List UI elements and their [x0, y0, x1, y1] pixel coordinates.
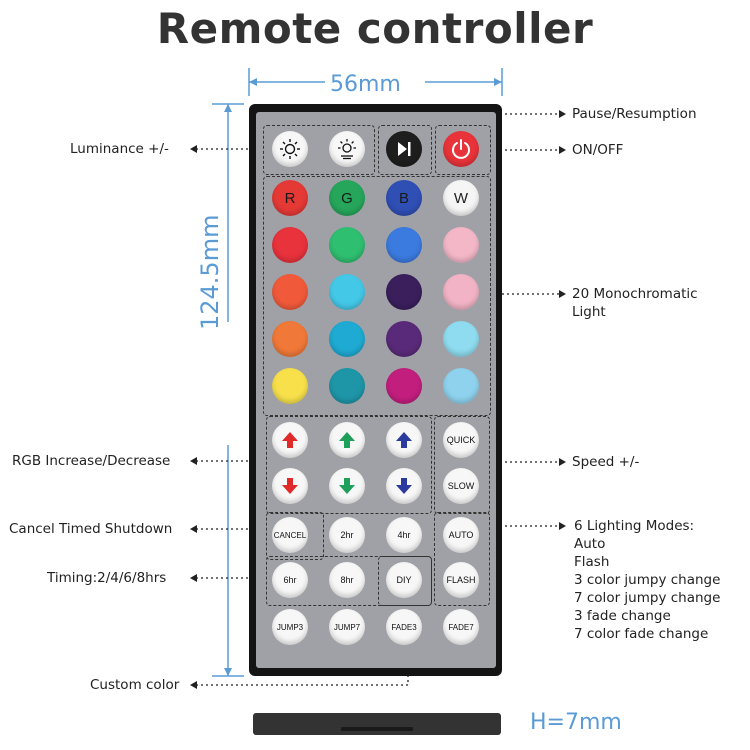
mode-item: 3 color jumpy change	[574, 572, 721, 588]
color-swatch-button[interactable]	[386, 368, 422, 404]
color-swatch-button[interactable]	[443, 368, 479, 404]
mode-item: 3 fade change	[574, 608, 671, 624]
cancel-group	[266, 512, 324, 560]
color-swatch-button[interactable]	[386, 227, 422, 263]
diy-button[interactable]: DIY	[386, 562, 422, 598]
modes-group	[434, 512, 490, 606]
arrow-down-icon	[339, 478, 355, 494]
sun-icon	[280, 139, 300, 159]
width-dimension: 56mm	[330, 72, 401, 97]
blue-decrease-button[interactable]	[386, 468, 422, 504]
mode-item: Flash	[574, 554, 610, 570]
remote-side-view	[253, 713, 501, 735]
color-swatch-button[interactable]	[443, 227, 479, 263]
mode-item: 7 color fade change	[574, 626, 709, 642]
play-pause-icon	[398, 142, 411, 156]
timer-8hr-button[interactable]: 8hr	[329, 562, 365, 598]
color-swatch-button[interactable]	[329, 274, 365, 310]
auto-button[interactable]: AUTO	[443, 517, 479, 553]
color-swatch-button[interactable]	[386, 274, 422, 310]
arrow-down-icon	[396, 478, 412, 494]
luminance-group	[263, 125, 375, 175]
color-swatch-button[interactable]	[272, 227, 308, 263]
mode-item: Auto	[574, 536, 606, 552]
green-decrease-button[interactable]	[329, 468, 365, 504]
color-swatch-button[interactable]	[443, 274, 479, 310]
speed-group	[434, 416, 490, 514]
timer-4hr-button[interactable]: 4hr	[386, 517, 422, 553]
luminance-label: Luminance +/-	[70, 141, 169, 157]
mono-label-line2: Light	[572, 304, 606, 320]
color-swatch-button[interactable]	[272, 321, 308, 357]
color-w-button[interactable]: W	[443, 180, 479, 216]
slow-button[interactable]: SLOW	[443, 468, 479, 504]
fade3-button[interactable]: FADE3	[386, 609, 422, 645]
timer-6hr-button[interactable]: 6hr	[272, 562, 308, 598]
color-swatch-button[interactable]	[272, 368, 308, 404]
color-grid-group	[263, 176, 491, 416]
red-increase-button[interactable]	[272, 422, 308, 458]
color-swatch-button[interactable]	[329, 227, 365, 263]
fade7-button[interactable]: FADE7	[443, 609, 479, 645]
thickness-dimension: H=7mm	[530, 710, 622, 735]
red-decrease-button[interactable]	[272, 468, 308, 504]
brightness-up-button[interactable]	[272, 131, 308, 167]
power-group	[435, 125, 491, 175]
color-swatch-button[interactable]	[329, 368, 365, 404]
color-g-button[interactable]: G	[329, 180, 365, 216]
color-swatch-button[interactable]	[329, 321, 365, 357]
timer-2hr-button[interactable]: 2hr	[329, 517, 365, 553]
arrow-up-icon	[339, 432, 355, 448]
sun-dim-icon	[338, 139, 356, 160]
jump7-button[interactable]: JUMP7	[329, 609, 365, 645]
color-r-button[interactable]: R	[272, 180, 308, 216]
quick-button[interactable]: QUICK	[443, 422, 479, 458]
onoff-label: ON/OFF	[572, 142, 624, 158]
timing-label: Timing:2/4/6/8hrs	[47, 570, 167, 586]
power-icon	[452, 139, 470, 159]
play-pause-button[interactable]	[386, 131, 422, 167]
page-title: Remote controller	[156, 4, 594, 53]
cancel-timer-button[interactable]: CANCEL	[272, 517, 308, 553]
arrow-down-icon	[282, 478, 298, 494]
color-swatch-button[interactable]	[272, 274, 308, 310]
mono-label: 20 Monochromatic	[572, 286, 698, 302]
jump3-button[interactable]: JUMP3	[272, 609, 308, 645]
brightness-down-button[interactable]	[329, 131, 365, 167]
speed-label: Speed +/-	[572, 454, 640, 470]
color-b-button[interactable]: B	[386, 180, 422, 216]
color-swatch-button[interactable]	[386, 321, 422, 357]
height-dimension: 124.5mm	[196, 214, 224, 330]
rgb-label: RGB Increase/Decrease	[12, 453, 171, 469]
blue-increase-button[interactable]	[386, 422, 422, 458]
custom-label: Custom color	[90, 677, 180, 693]
rgb-adjust-group	[266, 416, 432, 514]
arrow-up-icon	[282, 432, 298, 448]
flash-button[interactable]: FLASH	[443, 562, 479, 598]
green-increase-button[interactable]	[329, 422, 365, 458]
mode-item: 7 color jumpy change	[574, 590, 721, 606]
pause-group	[378, 125, 432, 175]
arrow-up-icon	[396, 432, 412, 448]
power-button[interactable]	[443, 131, 479, 167]
diy-group	[378, 556, 432, 606]
cancel-label: Cancel Timed Shutdown	[9, 521, 173, 537]
pause-label: Pause/Resumption	[572, 106, 697, 122]
color-swatch-button[interactable]	[443, 321, 479, 357]
modes-title-label: 6 Lighting Modes:	[574, 518, 695, 534]
